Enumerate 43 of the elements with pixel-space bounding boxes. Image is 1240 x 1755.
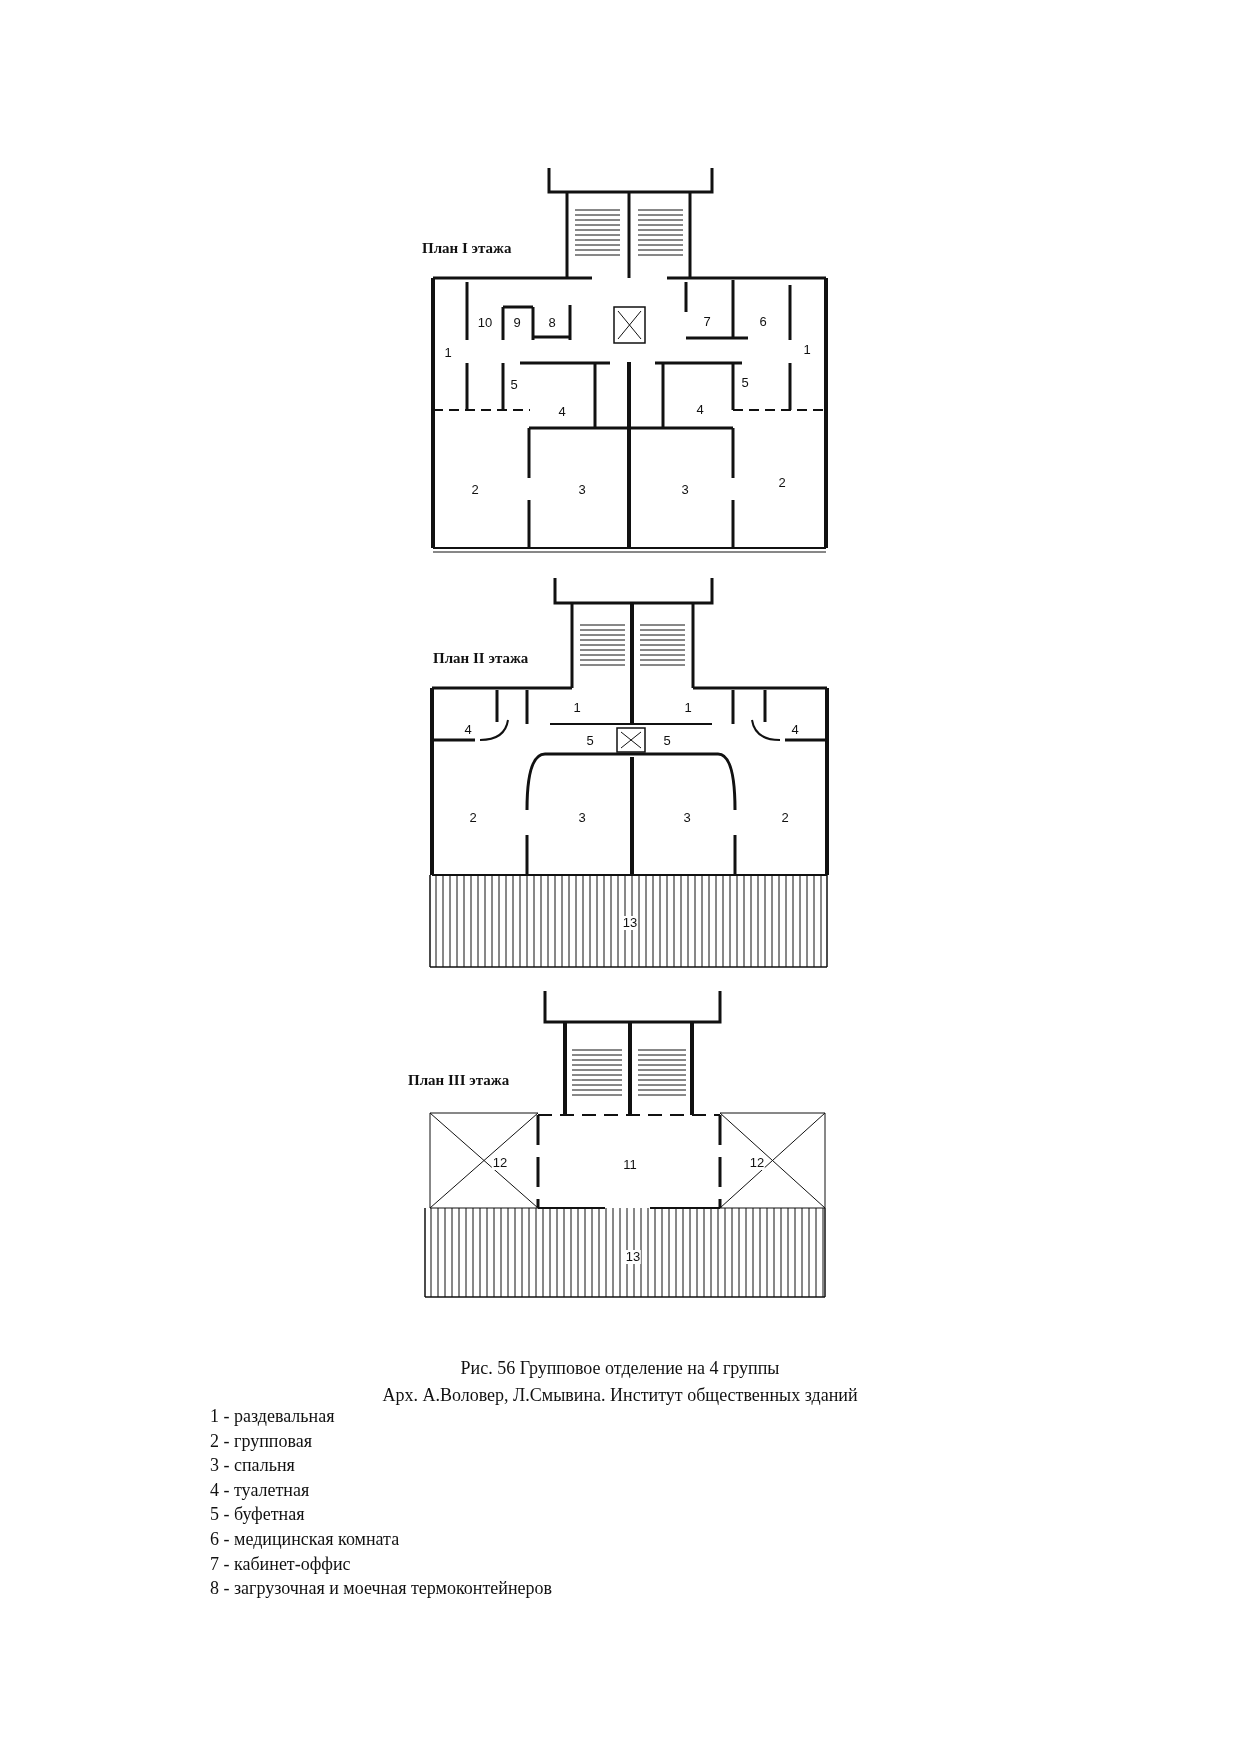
key-entry: 6 - медицинская комната	[210, 1528, 400, 1550]
room-number: 13	[621, 916, 639, 930]
room-number: 5	[509, 378, 519, 392]
room-number: 1	[683, 701, 693, 715]
figure-caption: Рис. 56 Групповое отделение на 4 группы	[460, 1357, 780, 1379]
author-credit: Арх. А.Воловер, Л.Смывина. Институт общественных зданий	[382, 1384, 858, 1406]
room-number: 5	[585, 734, 595, 748]
room-number: 3	[680, 483, 690, 497]
room-number: 5	[662, 734, 672, 748]
key-entry: 4 - туалетная	[210, 1478, 310, 1501]
room-number: 3	[577, 811, 587, 825]
room-number: 1	[443, 346, 453, 360]
room-number: 12	[491, 1156, 509, 1170]
room-number: 9	[512, 316, 522, 330]
room-number: 4	[790, 723, 800, 737]
room-number: 7	[702, 315, 712, 329]
room-number: 13	[624, 1250, 642, 1264]
room-number: 12	[748, 1156, 766, 1170]
room-number: 2	[780, 811, 790, 825]
room-number: 6	[758, 315, 768, 329]
room-number: 2	[468, 811, 478, 825]
room-number: 4	[463, 723, 473, 737]
plan-title: План I этажа	[422, 240, 512, 257]
plan-title: План III этажа	[408, 1072, 510, 1089]
key-entry: 8 - загрузочная и моечная термоконтейнеров	[210, 1577, 553, 1600]
room-number: 4	[557, 405, 567, 419]
room-number: 1	[572, 701, 582, 715]
room-number: 1	[802, 343, 812, 357]
room-number: 2	[777, 476, 787, 490]
key-entry: 5 - буфетная	[210, 1503, 305, 1526]
plan-title: План II этажа	[433, 650, 529, 667]
key-entry: 2 - групповая	[210, 1429, 312, 1452]
room-number: 4	[695, 403, 705, 417]
room-number: 8	[547, 316, 557, 330]
room-number: 3	[682, 811, 692, 825]
key-entry: 3 - спальня	[210, 1454, 295, 1477]
room-number: 3	[577, 483, 587, 497]
room-number: 11	[622, 1158, 638, 1172]
key-entry: 7 - кабинет-оффис	[210, 1552, 351, 1575]
room-number: 5	[740, 376, 750, 390]
room-number: 10	[476, 316, 494, 330]
room-number: 2	[470, 483, 480, 497]
key-entry: 1 - раздевальная	[210, 1405, 335, 1427]
